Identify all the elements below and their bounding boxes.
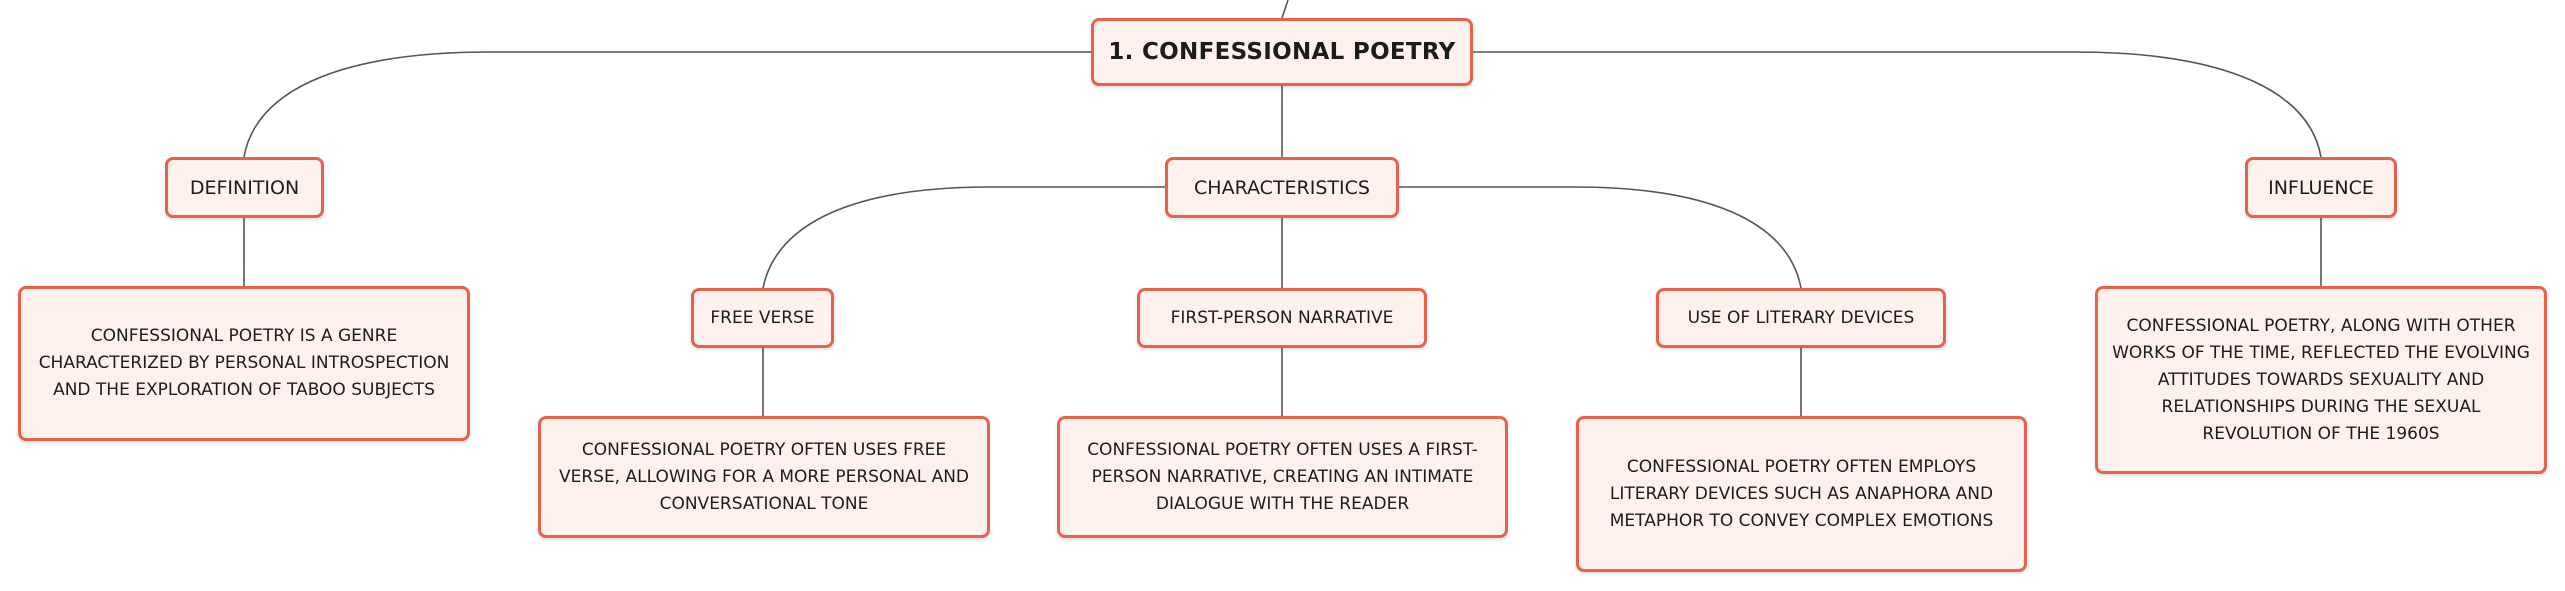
definition-description-node[interactable]: CONFESSIONAL POETRY IS A GENRE CHARACTER… — [18, 286, 470, 441]
definition-node-label: DEFINITION — [189, 176, 300, 199]
free-verse-description-text: CONFESSIONAL POETRY OFTEN USES FREE VERS… — [558, 439, 970, 514]
characteristics-node[interactable]: CHARACTERISTICS — [1165, 157, 1399, 218]
connector-parent-stub — [1281, 0, 1289, 19]
definition-description-text: CONFESSIONAL POETRY IS A GENRE CHARACTER… — [38, 326, 450, 400]
first-person-narrative-description-node[interactable]: CONFESSIONAL POETRY OFTEN USES A FIRST-P… — [1057, 416, 1508, 538]
free-verse-description-node[interactable]: CONFESSIONAL POETRY OFTEN USES FREE VERS… — [538, 416, 990, 538]
literary-devices-description-node[interactable]: CONFESSIONAL POETRY OFTEN EMPLOYS LITERA… — [1576, 416, 2027, 572]
free-verse-node-label: FREE VERSE — [710, 308, 815, 328]
connector-characteristics-freeverse — [762, 186, 1165, 289]
definition-node[interactable]: DEFINITION — [165, 157, 324, 218]
first-person-narrative-node[interactable]: FIRST-PERSON NARRATIVE — [1137, 288, 1427, 348]
root-node[interactable]: 1. CONFESSIONAL POETRY — [1091, 18, 1473, 86]
influence-node[interactable]: INFLUENCE — [2245, 157, 2397, 218]
connector-root-definition — [243, 51, 1091, 158]
first-person-narrative-node-label: FIRST-PERSON NARRATIVE — [1170, 308, 1394, 328]
first-person-narrative-description-text: CONFESSIONAL POETRY OFTEN USES A FIRST-P… — [1087, 439, 1478, 514]
literary-devices-description-text: CONFESSIONAL POETRY OFTEN EMPLOYS LITERA… — [1609, 456, 1994, 531]
free-verse-node[interactable]: FREE VERSE — [691, 288, 834, 348]
connector-root-influence — [1473, 51, 2322, 158]
literary-devices-node-label: USE OF LITERARY DEVICES — [1687, 308, 1915, 328]
influence-description-text: CONFESSIONAL POETRY, ALONG WITH OTHER WO… — [2112, 315, 2530, 444]
connector-characteristics-literarydevices — [1399, 186, 1802, 289]
characteristics-node-label: CHARACTERISTICS — [1194, 176, 1370, 199]
influence-description-node[interactable]: CONFESSIONAL POETRY, ALONG WITH OTHER WO… — [2095, 286, 2547, 474]
literary-devices-node[interactable]: USE OF LITERARY DEVICES — [1656, 288, 1946, 348]
influence-node-label: INFLUENCE — [2268, 176, 2374, 199]
root-node-label: 1. CONFESSIONAL POETRY — [1108, 39, 1456, 65]
